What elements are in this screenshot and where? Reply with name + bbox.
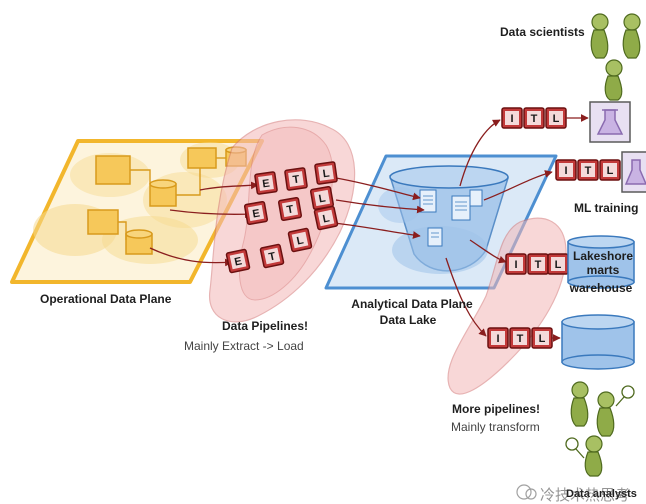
lakeshore-marts-database-icon [567,235,635,289]
etl-pipeline-row-1: E T L [254,161,338,195]
itl-block-t: T [523,107,545,129]
person-icon [596,391,615,437]
person-icon [622,13,641,59]
itl-block-t: T [527,253,549,275]
etl-block-l: L [309,185,335,211]
etl-block-l: L [314,161,338,185]
svg-text:L: L [318,192,327,205]
extract-arrows [149,181,259,267]
document-icon [427,227,443,247]
watermark-text: 冷技术热思考 [540,486,631,504]
data-analysts-group [565,381,635,477]
flask-icon [624,159,646,185]
itl-block-i: I [487,327,509,349]
svg-text:T: T [268,250,277,263]
warehouse-database-icon [561,314,635,370]
magnifier-icon [565,437,585,459]
magnifier-icon [615,385,635,407]
itl-block-l: L [547,253,569,275]
mainly-extract-load-label: Mainly Extract -> Load [184,339,304,353]
etl-block-t: T [259,243,285,269]
service-box-icon [187,147,217,169]
itl-block-t: T [509,327,531,349]
itl-block-l: L [599,159,621,181]
ml-lab-box [589,101,631,143]
svg-text:I: I [514,259,517,271]
etl-pipeline-row-2: E T L [243,185,335,226]
watermark-logo-icon [516,484,537,500]
data-scientists-group [590,13,641,101]
svg-text:T: T [535,259,542,271]
transform-arrows [445,119,553,337]
document-icon [469,189,483,207]
svg-text:L: L [555,259,562,271]
svg-text:L: L [539,333,546,345]
data-scientists-label: Data scientists [500,25,585,39]
mainly-transform-label: Mainly transform [451,420,540,434]
svg-text:L: L [553,113,560,125]
svg-text:I: I [496,333,499,345]
etl-block-e: E [243,200,269,226]
database-icon [149,179,177,207]
data-analysts-label: Data analysts [566,488,637,500]
itl-block-l: L [531,327,553,349]
etl-block-t: T [277,196,303,222]
service-box-icon [95,155,131,185]
data-pipelines-label: Data Pipelines! [222,319,309,333]
etl-block-t: T [284,167,308,191]
operational-data-plane [10,139,264,284]
itl-pipeline-marts: I T L [505,253,569,275]
person-icon [570,381,589,427]
svg-text:T: T [531,113,538,125]
svg-text:T: T [292,174,301,187]
svg-text:E: E [262,178,271,191]
flask-icon [596,109,624,135]
ml-training-box [621,151,646,193]
itl-block-i: I [505,253,527,275]
person-icon [590,13,609,59]
svg-text:T: T [286,203,295,216]
itl-block-i: I [555,159,577,181]
itl-block-l: L [545,107,567,129]
svg-text:L: L [322,168,331,181]
itl-pipeline-ml: I T L [501,107,589,129]
operational-plane-label: Operational Data Plane [40,292,172,306]
svg-text:L: L [322,212,331,225]
svg-text:E: E [252,207,261,220]
svg-text:L: L [296,234,305,247]
itl-block-t: T [577,159,599,181]
more-pipelines-label: More pipelines! [452,402,541,416]
svg-text:T: T [517,333,524,345]
person-icon [604,59,623,101]
person-icon [584,435,603,477]
etl-block-e: E [225,248,251,274]
svg-text:I: I [510,113,513,125]
svg-text:I: I [564,165,567,177]
itl-pipeline-training: I T L [555,159,621,181]
etl-pipeline-row-3: E T L L [225,205,339,274]
database-icon [125,229,153,255]
document-icon [451,195,471,221]
data-lake-label: Data Lake [379,313,437,327]
etl-block-l: L [313,205,339,231]
warehouse-label: warehouse [569,281,633,295]
itl-pipeline-warehouse: I T L [487,327,561,349]
analytical-plane-label: Analytical Data Plane [351,297,473,311]
service-box-icon [87,209,119,235]
svg-text:L: L [607,165,614,177]
svg-text:E: E [233,255,243,268]
svg-text:T: T [585,165,592,177]
itl-block-i: I [501,107,523,129]
document-icon [419,189,437,213]
etl-block-l: L [287,227,313,253]
ml-training-label: ML training [574,201,639,215]
lakeshore-marts-label: Lakeshore marts [572,249,634,277]
etl-block-e: E [254,171,278,195]
